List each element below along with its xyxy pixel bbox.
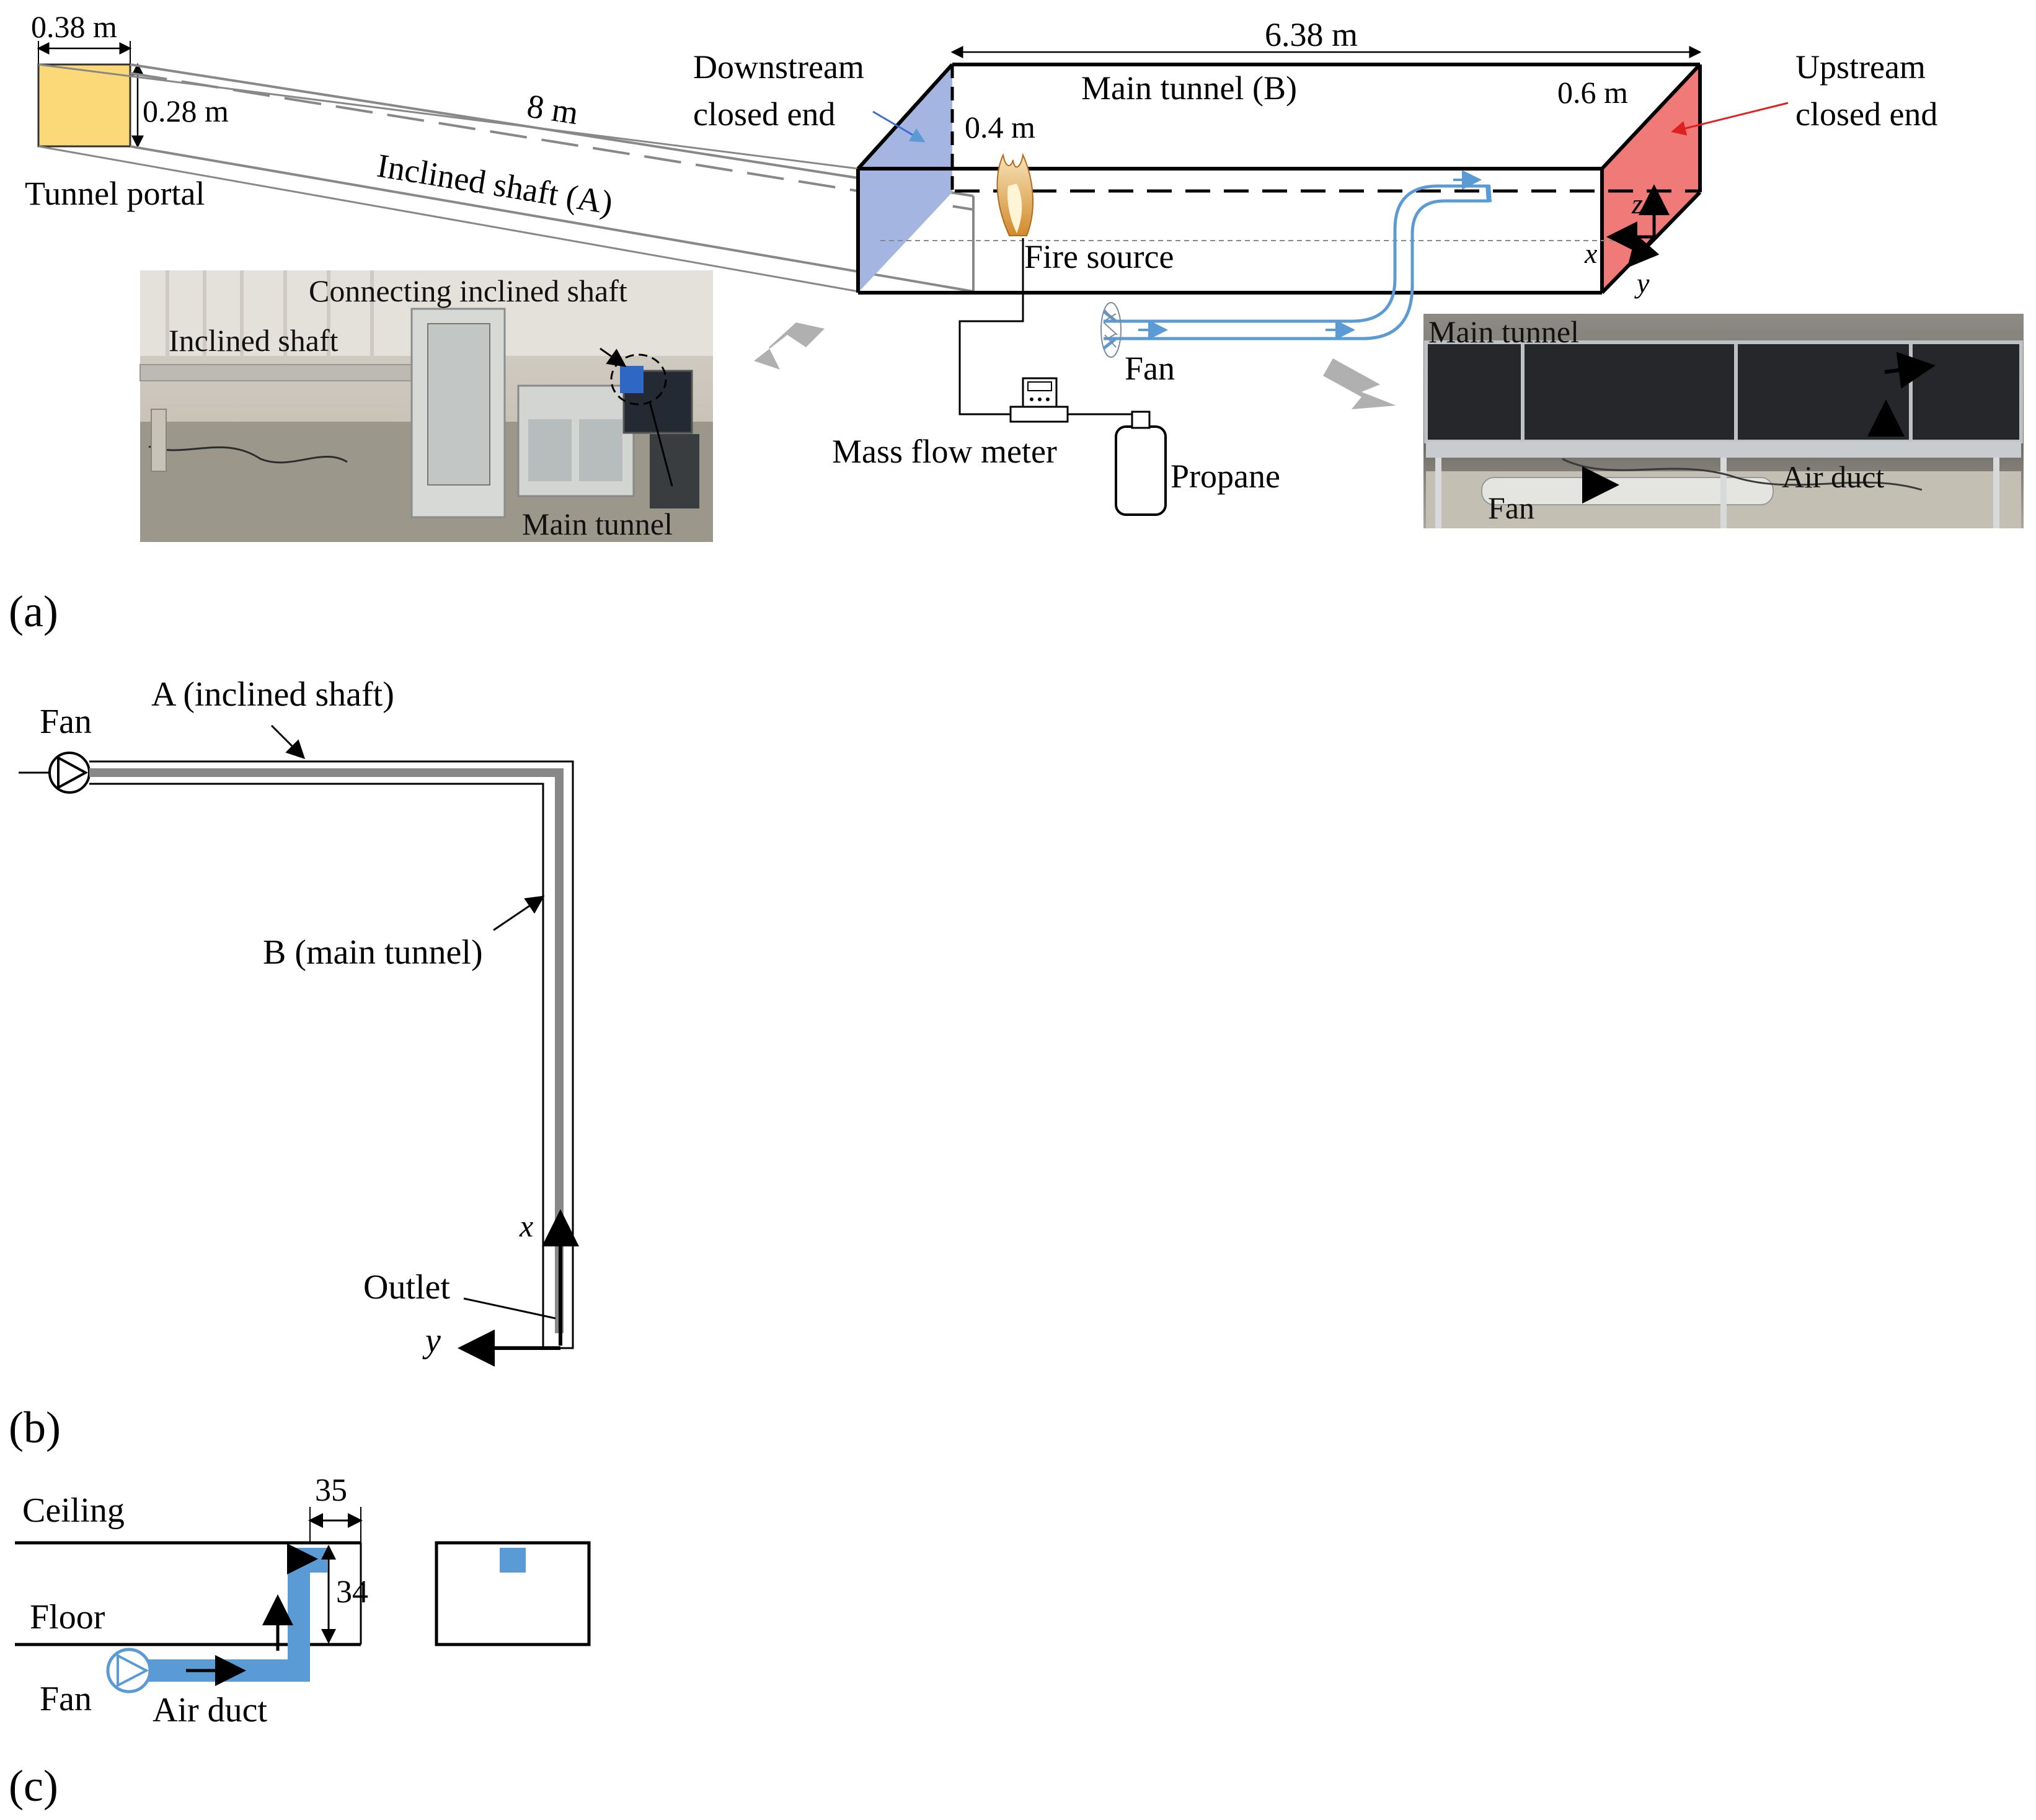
air-duct-blue <box>144 1548 327 1682</box>
portal-height-label: 0.28 m <box>143 94 229 128</box>
photo-left-inclined-label: Inclined shaft <box>169 323 339 358</box>
duct-outlet-cross-section <box>500 1548 526 1573</box>
main-pointer <box>493 895 545 931</box>
panel-a: 0.38 m 0.28 m Tunnel portal 8 m Inclined… <box>9 9 2024 636</box>
pointer-to-left-photo <box>754 322 825 370</box>
upstream-label-line2: closed end <box>1795 95 1937 133</box>
axis-x-label-b: x <box>519 1209 533 1243</box>
fire-source-flame <box>996 153 1034 236</box>
upstream-label-line1: Upstream <box>1795 48 1926 86</box>
coordinate-axes <box>1606 184 1670 268</box>
panel-a-tag: (a) <box>9 587 58 636</box>
fire-source-label: Fire source <box>1024 238 1174 275</box>
gas-supply-line <box>958 238 1141 415</box>
panel-b: Fan A (inclined shaft) B (main tunnel) x… <box>9 675 579 1452</box>
mass-flow-meter-label: Mass flow meter <box>832 433 1057 470</box>
axis-y-label-b: y <box>422 1321 441 1360</box>
mass-flow-meter-icon <box>1009 377 1069 423</box>
air-duct-label-c: Air duct <box>153 1691 268 1729</box>
downstream-pointer <box>872 110 926 143</box>
photo-left <box>139 270 713 542</box>
propane-cylinder-icon <box>1115 411 1167 516</box>
upstream-pointer <box>1671 102 1789 136</box>
duct-flow-arrows <box>1138 170 1482 340</box>
propane-label: Propane <box>1171 458 1280 495</box>
axis-z-label: z <box>1631 188 1643 220</box>
duct-layout <box>89 760 574 1349</box>
panel-c: Ceiling Floor 35 34 Fan Air duct (c) <box>9 1473 591 1811</box>
photo-left-connecting-label: Connecting inclined shaft <box>309 273 627 308</box>
fan-icon-c <box>106 1648 152 1693</box>
shaft-length-label: 8 m <box>524 87 581 132</box>
axis-y-label: y <box>1634 267 1650 299</box>
outlet-pointer <box>463 1297 556 1320</box>
shaft-pointer <box>270 724 306 760</box>
downstream-closed-end-face <box>858 64 952 293</box>
tunnel-portal-label: Tunnel portal <box>25 175 205 212</box>
photo-right-air-duct-label: Air duct <box>1782 459 1884 494</box>
tunnel-portal-face <box>37 63 131 148</box>
inclined-shaft <box>38 63 975 293</box>
downstream-label-line1: Downstream <box>693 48 864 86</box>
main-height-label: 0.4 m <box>965 110 1035 144</box>
photo-left-main-label: Main tunnel <box>522 507 673 541</box>
panel-b-tag: (b) <box>9 1403 61 1452</box>
floor-label: Floor <box>30 1598 105 1636</box>
panel-c-tag: (c) <box>9 1761 58 1811</box>
air-duct-pipe <box>1102 184 1492 350</box>
main-tunnel-label: Main tunnel (B) <box>1081 69 1297 107</box>
photo-right-fan-label: Fan <box>1488 491 1534 525</box>
main-label-b: B (main tunnel) <box>263 933 483 972</box>
axis-x-label: x <box>1584 237 1598 269</box>
height-dim-label-c: 34 <box>336 1574 368 1610</box>
outlet-label: Outlet <box>363 1268 450 1307</box>
fan-label-c: Fan <box>40 1680 92 1718</box>
fan-symbol-icon <box>48 752 91 794</box>
fan-icon <box>1100 302 1122 358</box>
portal-width-label: 0.38 m <box>31 9 117 44</box>
width-dim-label-c: 35 <box>315 1473 347 1508</box>
photo-right-main-label: Main tunnel <box>1428 314 1579 349</box>
downstream-label-line2: closed end <box>693 95 835 133</box>
fan-label-a: Fan <box>1125 350 1175 387</box>
pointer-to-right-photo-arrow <box>1323 358 1396 409</box>
shaft-label-b: A (inclined shaft) <box>151 675 394 714</box>
main-length-label: 6.38 m <box>1265 16 1358 53</box>
ceiling-label: Ceiling <box>22 1491 125 1530</box>
main-width-label: 0.6 m <box>1557 75 1628 110</box>
fan-label-b: Fan <box>40 703 92 741</box>
photo-right <box>1423 314 2024 528</box>
